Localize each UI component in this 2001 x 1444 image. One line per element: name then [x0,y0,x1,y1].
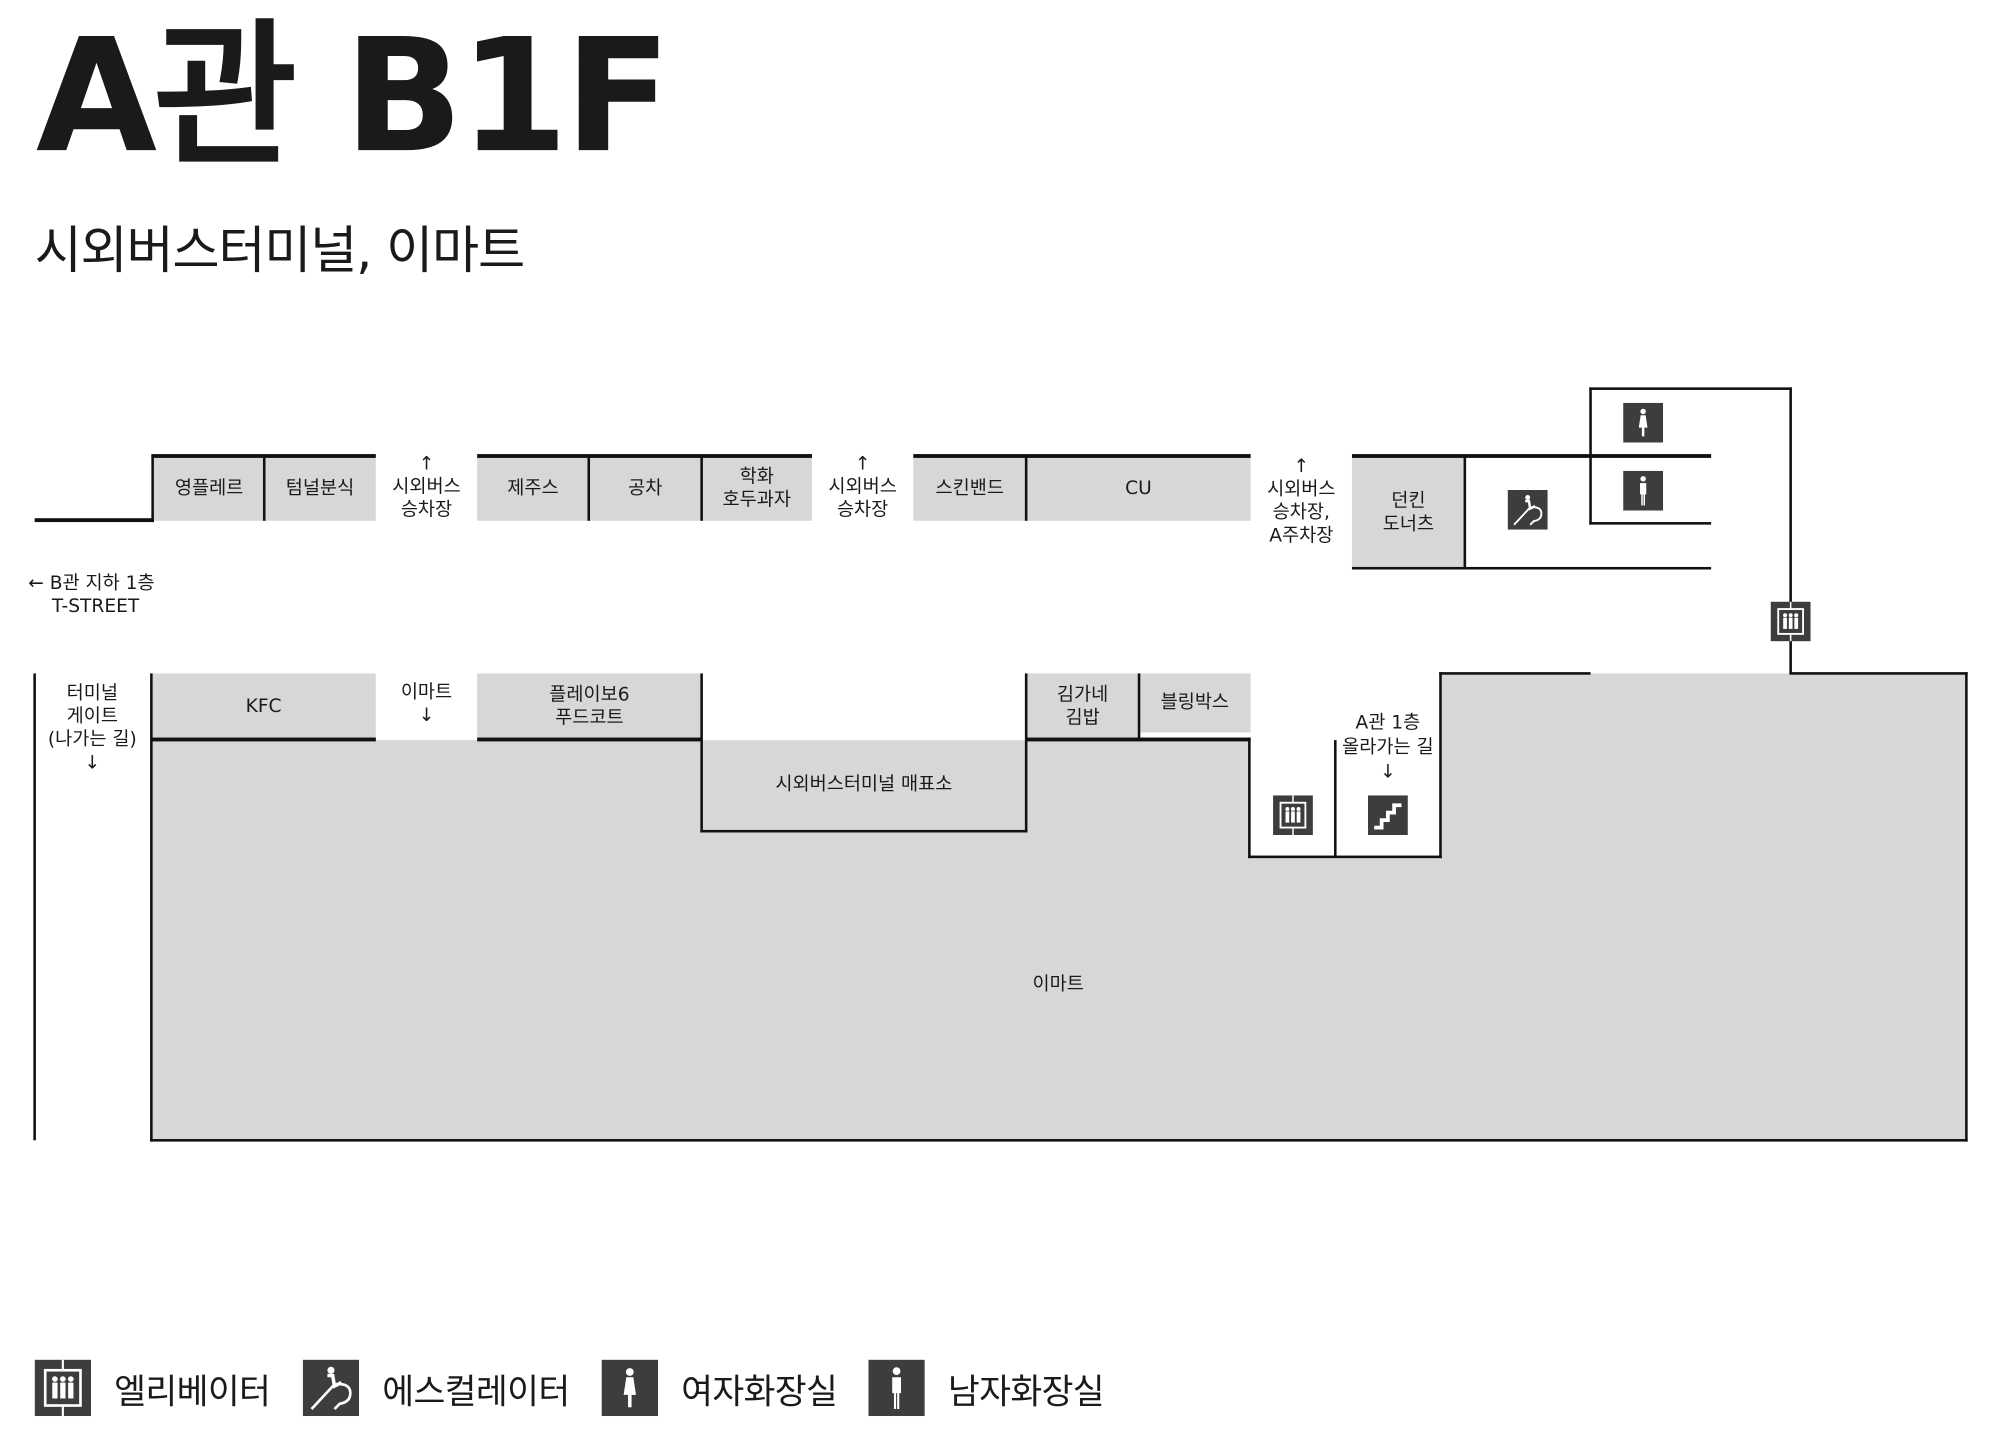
wall [1248,855,1442,859]
wall [151,737,376,742]
wall [700,456,703,521]
store-cu[interactable]: CU [1026,456,1251,521]
page-subtitle: 시외버스터미널, 이마트 [34,221,526,281]
wall [1589,387,1792,390]
emart-label[interactable]: 이마트 [1032,974,1084,996]
female-restroom-icon [1623,403,1664,443]
female-restroom-icon [602,1360,658,1416]
wall [1439,672,1442,859]
wall [1351,454,1712,458]
emart-entrance[interactable]: 이마트 ↓ [375,677,478,732]
wall [477,737,702,742]
a-building-1f-way: A관 1층 올라가는 길 ↓ [1342,712,1434,782]
stairs-icon [1367,795,1408,835]
male-restroom-icon [868,1360,924,1416]
elevator-icon [35,1360,91,1416]
wall [1789,672,1968,675]
store-playbo6-foodcourt[interactable]: 플레이보6 푸드코트 [477,673,702,741]
legend-male-restroom: 남자화장실 [868,1360,1105,1416]
bus-ticket-office[interactable]: 시외버스터미널 매표소 [775,774,953,796]
wall [700,673,703,833]
store-gongcha[interactable]: 공차 [588,456,702,521]
wall [34,518,154,523]
wall [913,454,1251,458]
store-jejus[interactable]: 제주스 [477,456,589,521]
wall [150,673,153,1142]
wall [477,454,812,458]
wall [1024,673,1028,833]
male-restroom-icon [1623,471,1664,511]
store-young-plaza[interactable]: 영플레르 [153,456,265,521]
wall [700,829,1028,833]
wall [1334,740,1337,857]
open-space [701,673,1027,741]
legend-label: 엘리베이터 [114,1371,271,1412]
legend-label: 여자화장실 [681,1371,838,1412]
page-title: A관 B1F [35,5,671,188]
legend-female-restroom: 여자화장실 [602,1360,838,1416]
wall [150,1139,1968,1142]
emart-area [151,740,1967,1141]
wall [1351,566,1712,570]
escalator-icon [303,1360,359,1416]
legend-elevator: 엘리베이터 [35,1360,271,1416]
legend-label: 에스컬레이터 [382,1371,570,1412]
escalator-icon [1507,490,1548,530]
legend-label: 남자화장실 [947,1371,1105,1412]
store-hakhwa-walnut[interactable]: 학화 호두과자 [701,456,812,521]
exit-bus-boarding-2: ↑ 시외버스 승차장 [828,454,897,521]
store-dunkin-donuts[interactable]: 던킨 도너츠 [1351,456,1465,569]
exit-bus-boarding-parking: ↑ 시외버스 승차장, A주차장 [1267,456,1336,547]
wall [151,454,376,458]
store-bling-box[interactable]: 블링박스 [1139,673,1251,733]
wall [1589,522,1712,525]
wall [1589,387,1592,525]
b-building-t-street-link[interactable]: ← B관 지하 1층 T-STREET [28,573,155,617]
wall [1439,672,1591,675]
elevator-icon [1272,795,1313,835]
store-kimgane-gimbap[interactable]: 김가네 김밥 [1026,673,1140,741]
wall [1463,456,1467,569]
wall [151,455,154,523]
wall [33,673,36,1141]
store-kfc[interactable]: KFC [151,673,376,741]
emart-area-upper [1440,673,1967,751]
legend-escalator: 에스컬레이터 [303,1360,570,1416]
wall [1024,456,1028,521]
wall [1789,387,1792,675]
wall [587,456,591,521]
wall [1137,673,1141,741]
store-skinband[interactable]: 스킨밴드 [913,456,1027,521]
exit-bus-boarding-1: ↑ 시외버스 승차장 [392,454,461,521]
wall [1965,672,1968,1142]
elevator-icon [1770,602,1811,642]
terminal-gate-exit[interactable]: 터미널 게이트 (나가는 길) ↓ [47,683,137,774]
wall [262,456,266,521]
wall [1248,737,1251,859]
store-tunnel-bunsik[interactable]: 텀널분식 [264,456,376,521]
